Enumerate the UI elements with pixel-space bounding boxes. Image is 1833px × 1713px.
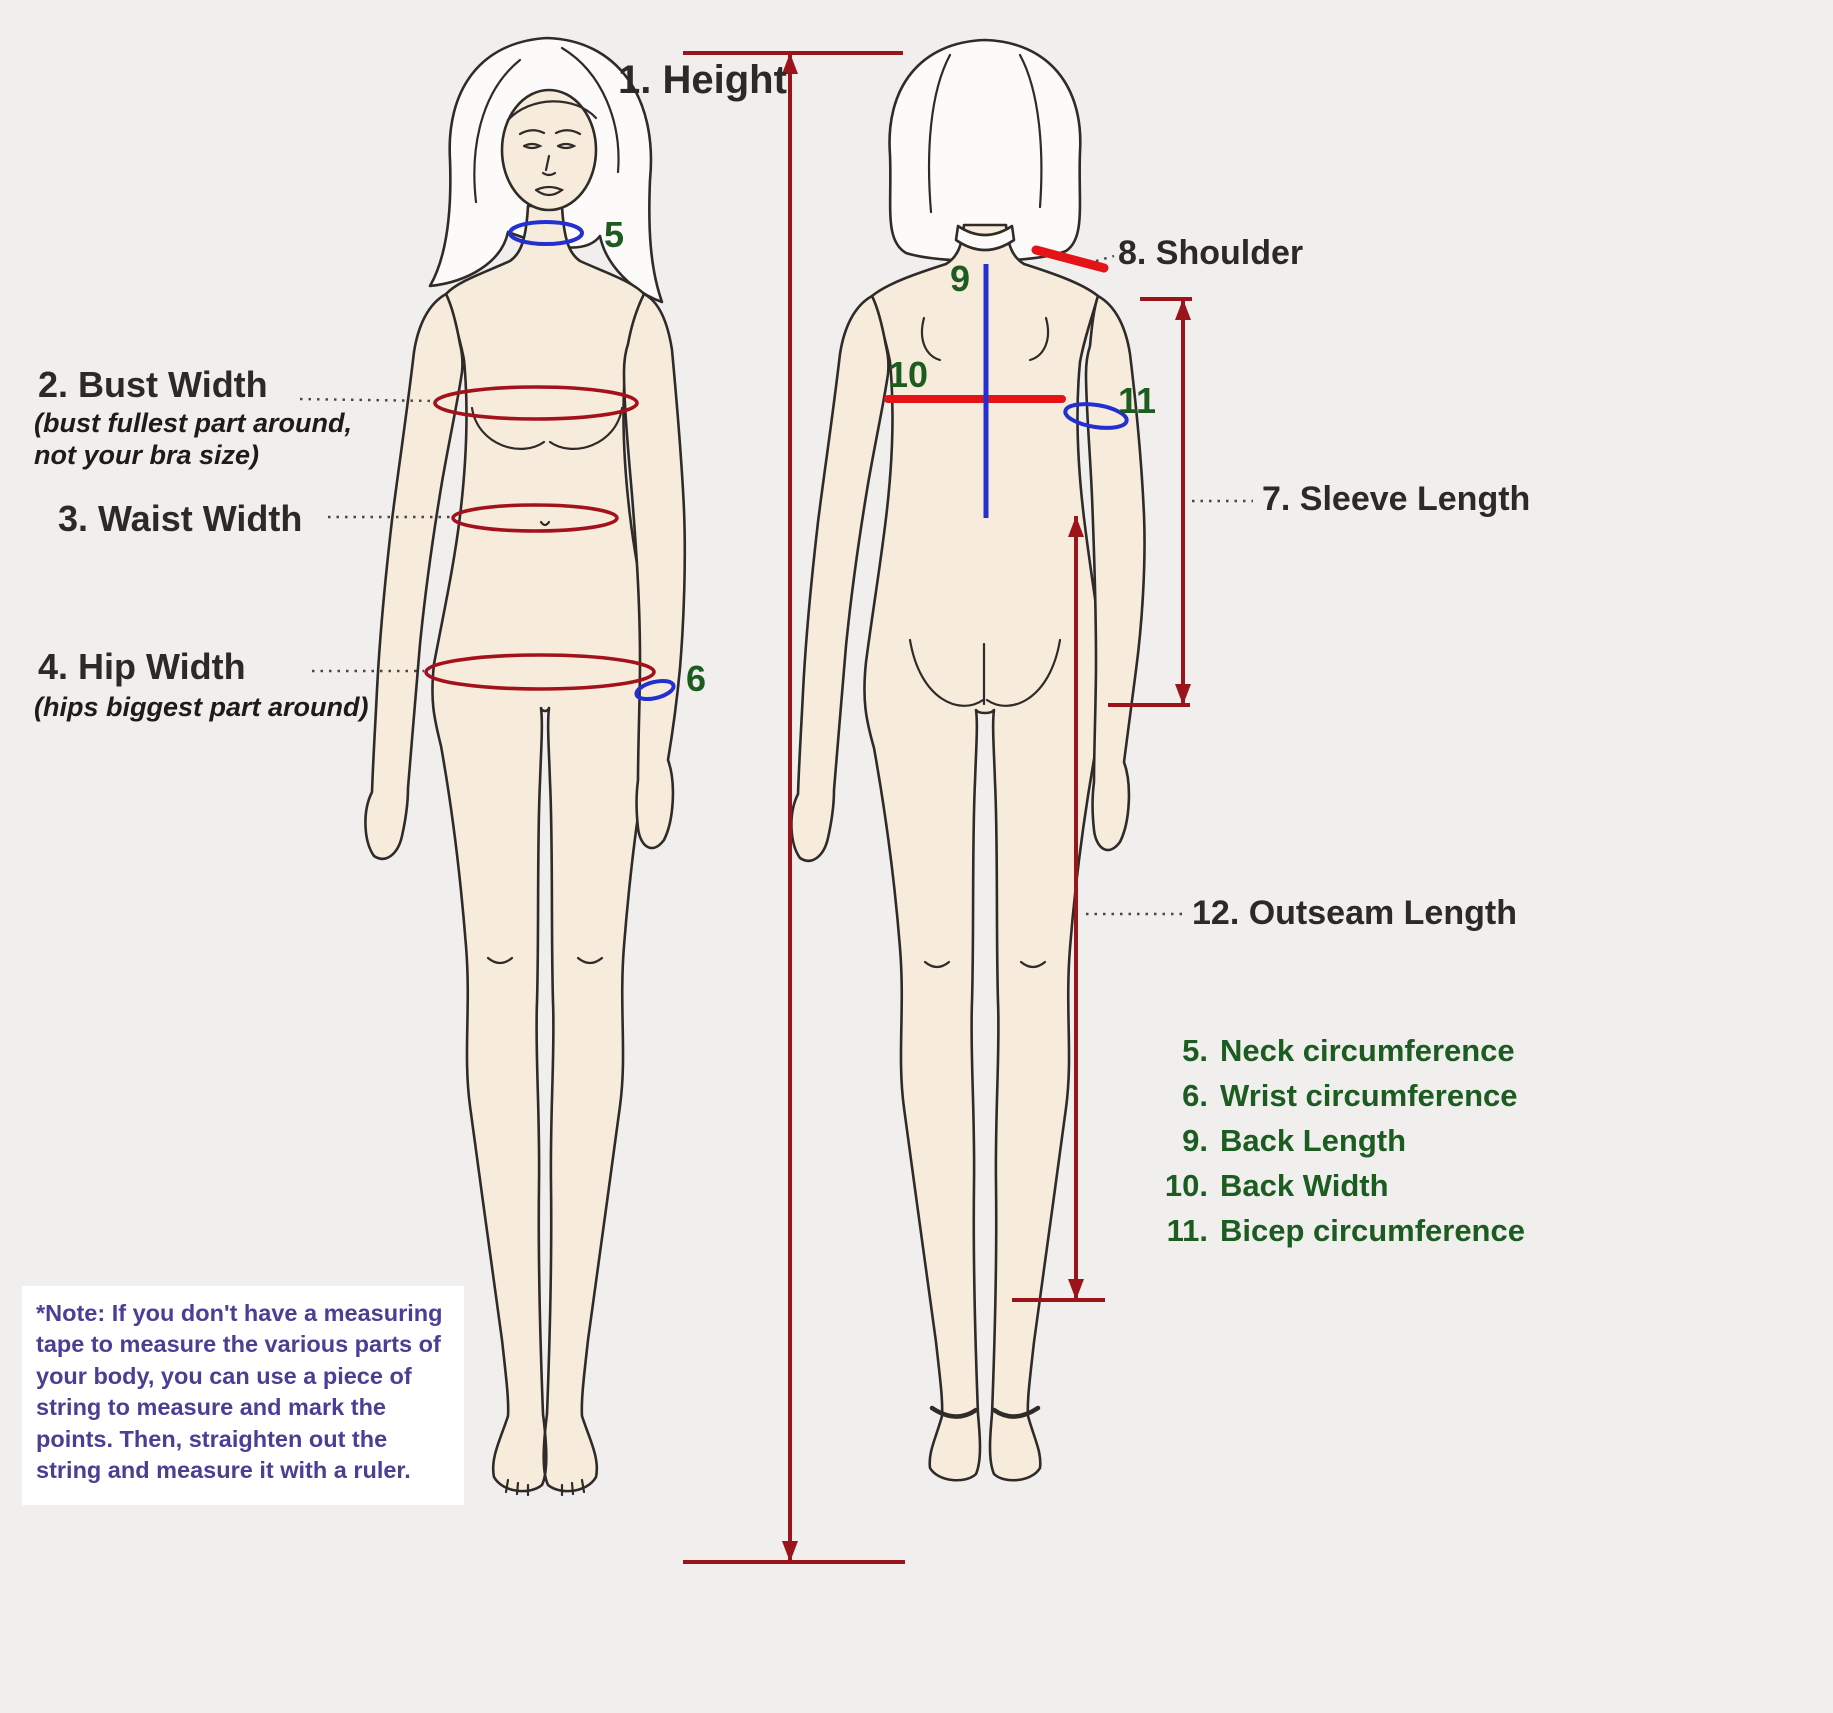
outseam-measure-line bbox=[1012, 516, 1105, 1302]
marker-neck: 5 bbox=[604, 214, 625, 255]
front-navel bbox=[539, 520, 551, 527]
legend-label: Bicep circumference bbox=[1220, 1213, 1525, 1248]
front-figure bbox=[364, 36, 687, 1497]
sleeve-measure-line bbox=[1108, 297, 1192, 707]
label-height: 1. Height bbox=[618, 58, 787, 102]
back-heel-left bbox=[929, 1405, 979, 1419]
back-knee-left bbox=[923, 960, 951, 969]
back-shoulder-blade-left bbox=[920, 316, 942, 362]
label-hip-width: 4. Hip Width bbox=[38, 646, 246, 687]
front-toes-right bbox=[560, 1478, 586, 1497]
front-eye-right bbox=[556, 142, 577, 150]
label-bust-width: 2. Bust Width bbox=[38, 364, 268, 405]
back-hair-strand bbox=[927, 53, 952, 214]
legend-item-back-width: 10. Back Width bbox=[1128, 1163, 1525, 1208]
front-knee-left bbox=[486, 956, 514, 965]
front-lips bbox=[534, 185, 565, 197]
bicep-ellipse bbox=[1063, 402, 1129, 430]
shoulder-connector bbox=[1095, 254, 1115, 263]
marker-back-length: 9 bbox=[950, 258, 971, 299]
legend-label: Wrist circumference bbox=[1220, 1078, 1518, 1113]
back-knee-right bbox=[1019, 960, 1047, 969]
wrist-ellipse bbox=[634, 678, 676, 702]
waist-ellipse bbox=[451, 503, 619, 533]
front-eye-left bbox=[522, 142, 543, 150]
bust-connector bbox=[299, 397, 438, 403]
height-arrow-down bbox=[782, 1541, 798, 1562]
front-toes-left bbox=[504, 1478, 530, 1497]
bust-ellipse bbox=[433, 385, 639, 421]
marker-wrist: 6 bbox=[686, 658, 707, 699]
legend-num: 6. bbox=[1182, 1078, 1208, 1113]
shoulder-measure-line bbox=[1031, 245, 1109, 273]
legend-label: Back Width bbox=[1220, 1168, 1389, 1203]
back-figure bbox=[790, 38, 1146, 1482]
back-left-arm bbox=[790, 294, 890, 863]
back-heel-right bbox=[991, 1405, 1041, 1419]
legend-item-back-length: 9. Back Length bbox=[1128, 1118, 1525, 1163]
legend-list: 5. Neck circumference 6. Wrist circumfer… bbox=[1128, 1028, 1525, 1253]
front-hair-strand bbox=[473, 58, 522, 204]
legend-num: 5. bbox=[1182, 1033, 1208, 1068]
legend-item-wrist: 6. Wrist circumference bbox=[1128, 1073, 1525, 1118]
front-left-arm bbox=[364, 292, 464, 861]
back-shoulder-blade-right bbox=[1028, 316, 1050, 362]
legend-label: Neck circumference bbox=[1220, 1033, 1515, 1068]
back-hair-strand bbox=[1018, 53, 1043, 209]
back-hairline-nape bbox=[954, 224, 1016, 252]
front-bust-line-left bbox=[470, 406, 546, 450]
front-bust-line-right bbox=[548, 406, 624, 450]
neck-ellipse bbox=[508, 220, 584, 246]
sleeve-arrow-down bbox=[1175, 684, 1191, 705]
label-sleeve-length: 7. Sleeve Length bbox=[1262, 480, 1531, 518]
label-shoulder: 8. Shoulder bbox=[1118, 234, 1304, 272]
hip-ellipse bbox=[424, 653, 656, 691]
sleeve-arrow-up bbox=[1175, 299, 1191, 320]
label-hip-subtext: (hips biggest part around) bbox=[34, 692, 369, 722]
height-measure-line bbox=[683, 51, 905, 1564]
marker-bicep: 11 bbox=[1118, 380, 1157, 421]
legend-item-neck: 5. Neck circumference bbox=[1128, 1028, 1525, 1073]
legend-num: 10. bbox=[1164, 1168, 1208, 1203]
back-buttock-right bbox=[985, 638, 1062, 707]
front-right-arm bbox=[622, 292, 687, 850]
front-nose bbox=[541, 154, 557, 177]
label-outseam-length: 12. Outseam Length bbox=[1192, 894, 1517, 932]
front-hair-strand bbox=[560, 46, 620, 174]
outseam-arrow-up bbox=[1068, 516, 1084, 537]
legend-item-bicep: 11. Bicep circumference bbox=[1128, 1208, 1525, 1253]
front-knee-right bbox=[576, 956, 604, 965]
legend-label: Back Length bbox=[1220, 1123, 1407, 1158]
legend-num: 11. bbox=[1166, 1213, 1208, 1248]
height-arrow-up bbox=[782, 53, 798, 74]
front-hairline bbox=[506, 100, 598, 122]
legend-num: 9. bbox=[1182, 1123, 1208, 1158]
measuring-note: *Note: If you don't have a measuring tap… bbox=[22, 1286, 464, 1505]
back-buttock-left bbox=[908, 638, 985, 707]
front-eyebrow-right bbox=[554, 129, 582, 136]
marker-back-width: 10 bbox=[888, 354, 929, 395]
front-face bbox=[500, 88, 598, 212]
outseam-arrow-down bbox=[1068, 1279, 1084, 1300]
label-waist-width: 3. Waist Width bbox=[58, 498, 303, 539]
front-eyebrow-left bbox=[518, 129, 546, 136]
label-bust-subtext: (bust fullest part around, not your bra … bbox=[34, 408, 353, 470]
